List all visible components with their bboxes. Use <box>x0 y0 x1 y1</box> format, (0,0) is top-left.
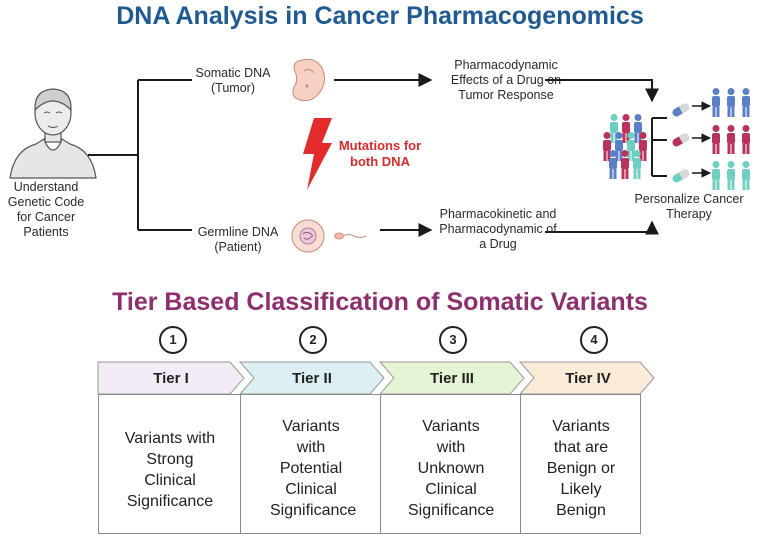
tier-1-chevron <box>97 361 245 395</box>
tier-4-number: 4 <box>580 326 608 354</box>
sperm-icon <box>334 232 367 240</box>
patient-population-icon <box>603 114 647 179</box>
responder-group-crimson <box>712 125 750 154</box>
tumor-icon <box>292 58 326 102</box>
pd-to-population-arrow <box>545 79 659 103</box>
classification-title: Tier Based Classification of Somatic Var… <box>112 288 648 316</box>
tier-3-number: 3 <box>439 326 467 354</box>
patient-label: Understand Genetic Code for Cancer Patie… <box>7 180 85 239</box>
patient-icon <box>9 88 97 179</box>
therapy-label: Personalize Cancer Therapy <box>634 192 744 221</box>
tier-1-description: Variants with Strong Clinical Significan… <box>124 430 216 510</box>
germline-dna-label: Germline DNA (Patient) <box>197 225 279 254</box>
flow-diagram <box>9 58 750 253</box>
lightning-icon <box>303 118 332 190</box>
tier-2-number: 2 <box>299 326 327 354</box>
pill-icon-1 <box>672 103 690 117</box>
pill-icon-3 <box>672 169 690 183</box>
tier-1-label: Tier I <box>153 370 189 387</box>
pill-icon-2 <box>672 133 690 147</box>
responder-group-teal <box>712 161 750 190</box>
patient-bracket <box>88 79 192 231</box>
tier-3-description: Variants with Unknown Clinical Significa… <box>408 418 495 519</box>
responder-group-blue <box>712 88 750 117</box>
somatic-dna-label: Somatic DNA (Tumor) <box>195 66 271 95</box>
page-title: DNA Analysis in Cancer Pharmacogenomics <box>116 2 644 30</box>
pk-pd-label: Pharmacokinetic and Pharmacodynamic of a… <box>439 207 557 251</box>
pkpd-to-therapy-arrow <box>545 220 659 235</box>
tier-4-label: Tier IV <box>565 370 611 387</box>
cell-icon <box>291 219 325 253</box>
tier-1-number: 1 <box>159 326 187 354</box>
therapy-split-bracket <box>651 117 667 177</box>
tier-3-label: Tier III <box>430 370 474 387</box>
tier-4-box <box>520 394 641 534</box>
tier-2-description: Variants with Potential Clinical Signifi… <box>270 418 357 519</box>
pd-effects-label: Pharmacodynamic Effects of a Drug on Tum… <box>450 58 562 102</box>
tier-2-label: Tier II <box>292 370 332 387</box>
mutations-label: Mutations for both DNA <box>338 138 422 169</box>
tier-4-description: Variants that are Benign or Likely Benig… <box>546 418 616 519</box>
